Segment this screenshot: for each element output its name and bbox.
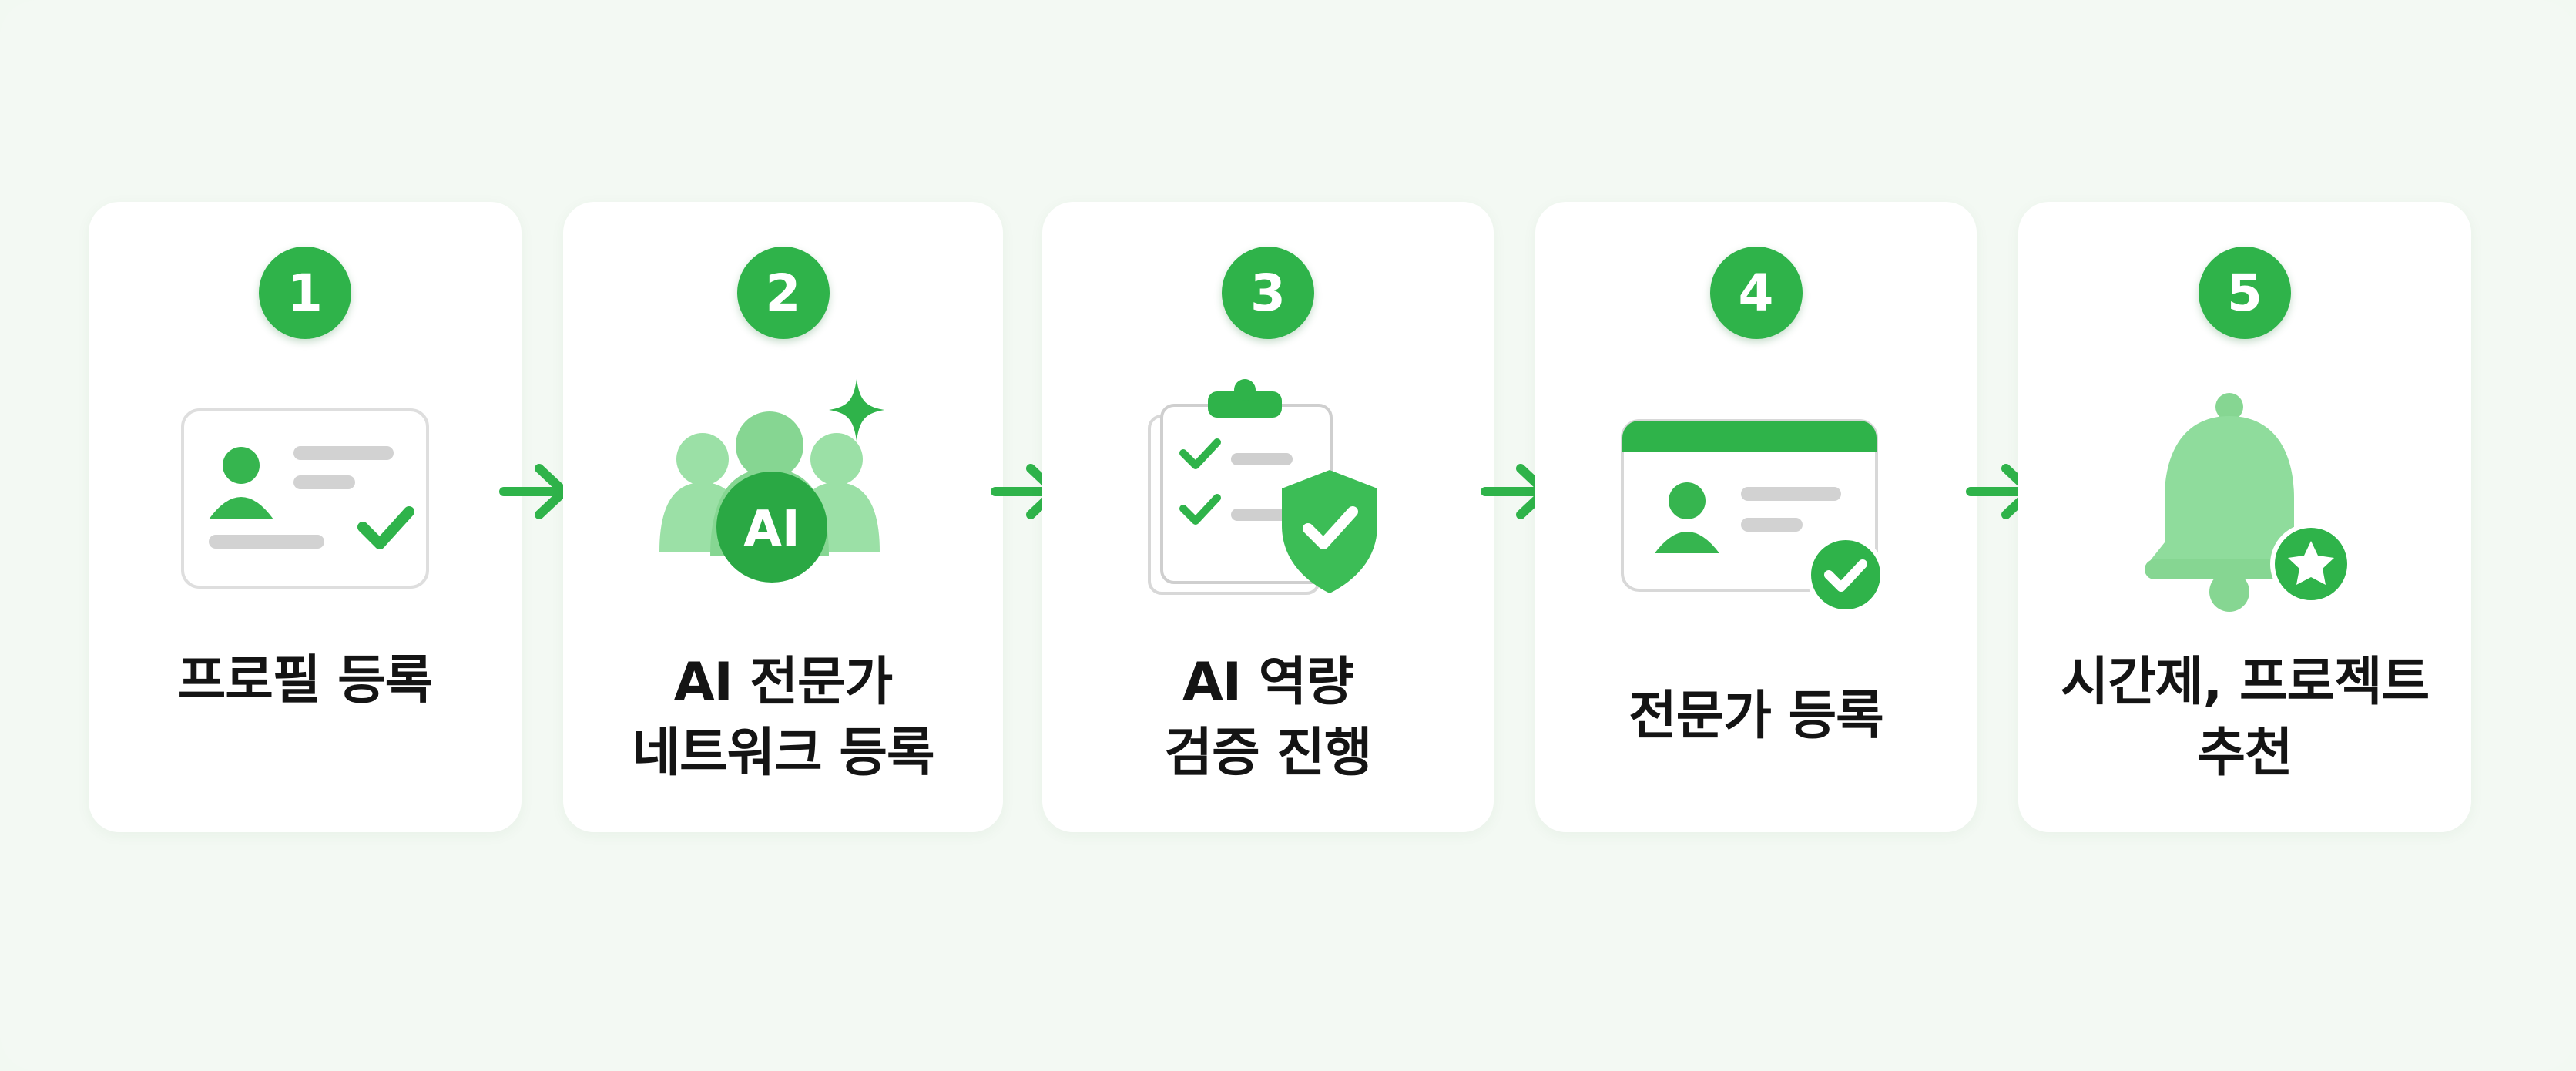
- step-card-5: 5 시간제, 프로젝트 추천: [2018, 202, 2471, 832]
- profile-card-check-icon: [181, 408, 429, 589]
- step-label: 프로필 등록: [177, 650, 433, 711]
- step-number-badge: 5: [2199, 247, 2291, 339]
- clipboard-shield-icon: [1148, 379, 1377, 595]
- bell-star-icon: [2145, 393, 2352, 612]
- step-card-2: 2 AI AI 전문가 네트워크 등록: [563, 202, 1003, 832]
- step-card-4: 4 전문가 등록: [1535, 202, 1977, 832]
- step-number-badge: 3: [1222, 247, 1314, 339]
- ai-badge-text: AI: [743, 501, 800, 558]
- step-label: AI 전문가 네트워크 등록: [632, 652, 934, 784]
- step-label: 전문가 등록: [1628, 686, 1883, 747]
- step-number-badge: 1: [259, 247, 351, 339]
- step-number-badge: 2: [736, 247, 830, 339]
- step-label: AI 역량 검증 진행: [1164, 652, 1373, 784]
- step-card-3: 3 AI 역량 검증 진행: [1042, 202, 1494, 832]
- ai-network-group-icon: AI: [659, 379, 884, 583]
- arrow-right-icon: [499, 464, 569, 519]
- step-label: 시간제, 프로젝트 추천: [2060, 652, 2430, 784]
- step-number-badge: 4: [1709, 247, 1803, 339]
- expert-id-card-icon: [1620, 419, 1885, 614]
- step-card-1: 1 프로필 등록: [89, 202, 522, 832]
